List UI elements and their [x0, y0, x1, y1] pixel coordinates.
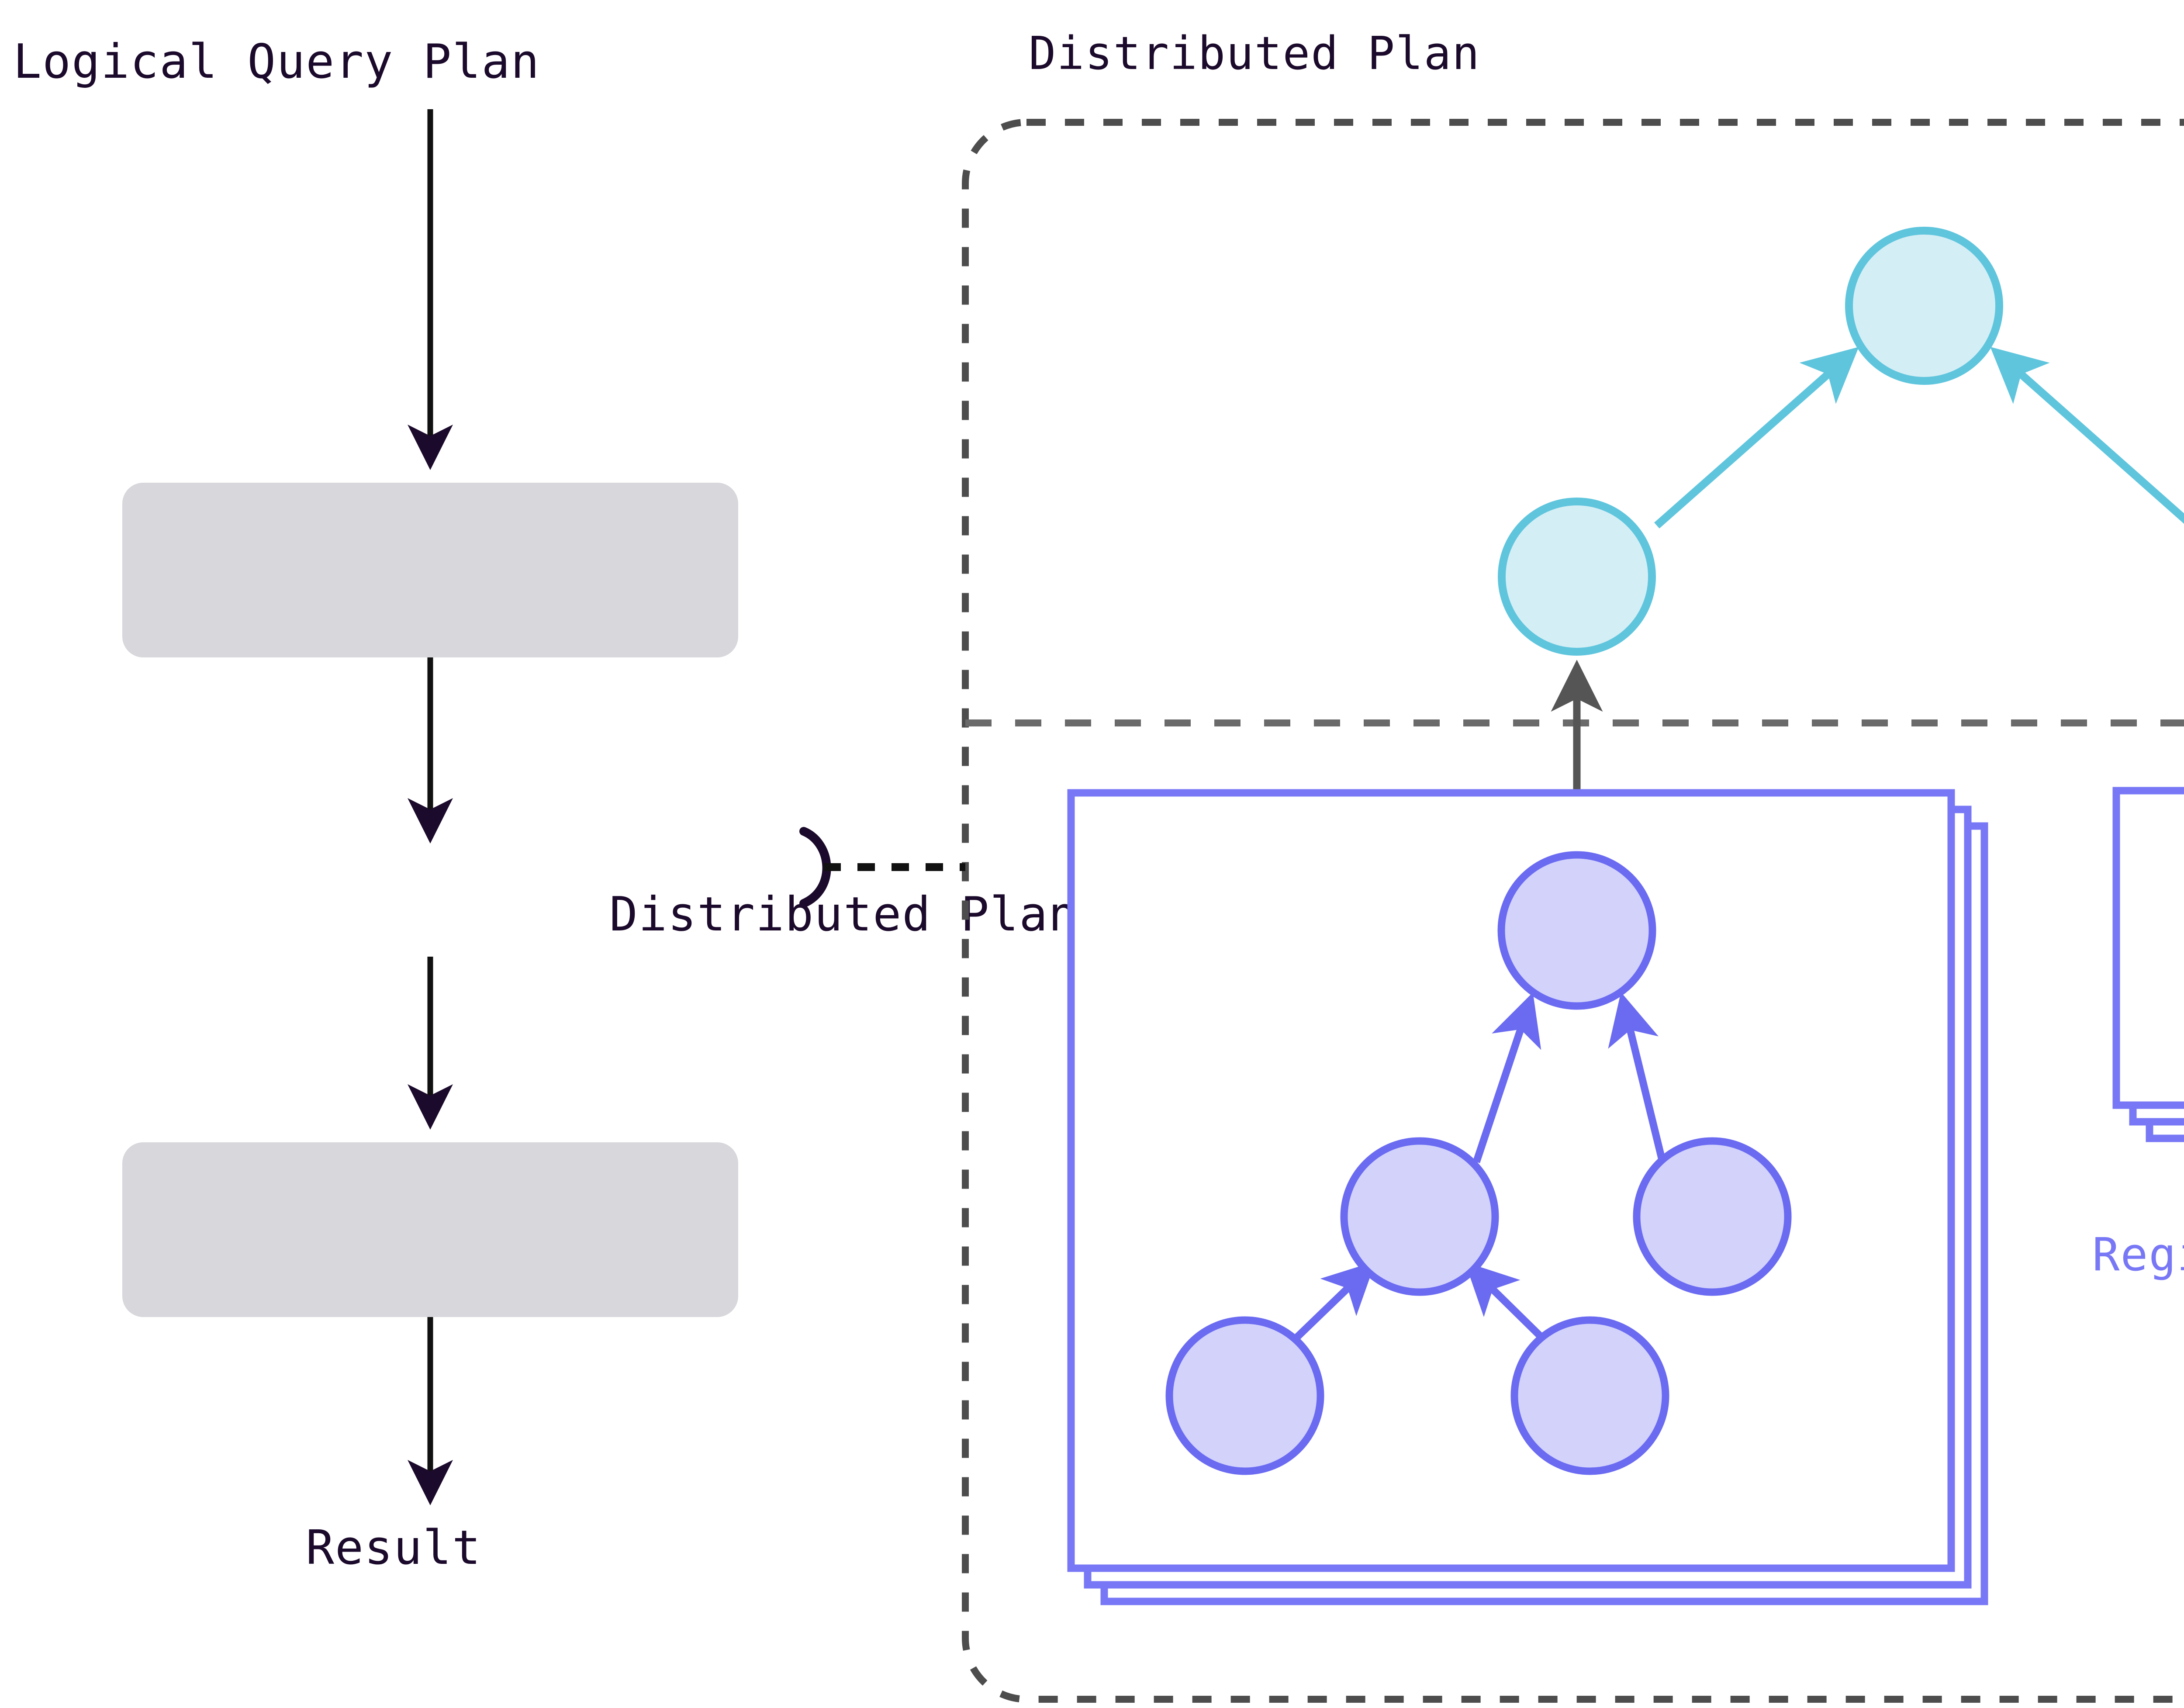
frontend-node-root: [1845, 227, 2003, 385]
dist-planner-box-label: Dist Planner: [254, 543, 606, 598]
distributed-plan-container: [962, 119, 2184, 1703]
region-left-stack-layer-3: [1100, 822, 1988, 1605]
region-left-stack-layer-1: [1067, 789, 1955, 1572]
logical-query-plan-label: Logical Query Plan: [13, 35, 540, 89]
executor-box-label: Executor: [313, 1202, 548, 1257]
edge-rl-mid-r-to-root: [1608, 992, 1666, 1161]
region-left-node-mid-left: [1340, 1137, 1499, 1296]
result-label: Result: [306, 1521, 482, 1575]
edge-fe-left-to-root: [1654, 347, 1859, 529]
distributed-plan-artifact-label: Distributed Plan: [609, 887, 1078, 942]
region-right-stack-layer-2: [2129, 803, 2184, 1126]
region-left-node-mid-right: [1633, 1137, 1792, 1296]
region-left-node-bottom-left: [1165, 1316, 1324, 1475]
region-left-stack-layer-2: [1084, 806, 1972, 1589]
edge-rl-bot-r-to-mid-l: [1465, 1262, 1549, 1345]
edge-fe-right-to-root: [1990, 347, 2184, 524]
regions-label: Regions: [2092, 1228, 2184, 1281]
region-left-node-root: [1497, 851, 1656, 1010]
region-right-stack-layer-3: [2146, 820, 2184, 1142]
edge-rl-bot-l-to-mid-l: [1289, 1261, 1376, 1345]
region-left-node-bottom-right: [1510, 1316, 1669, 1475]
edge-rl-mid-l-to-root: [1472, 992, 1541, 1163]
frontend-node-left: [1498, 498, 1656, 656]
diagram-title: Distributed Plan: [1029, 27, 1480, 80]
region-right-stack-layer-1: [2112, 787, 2184, 1109]
